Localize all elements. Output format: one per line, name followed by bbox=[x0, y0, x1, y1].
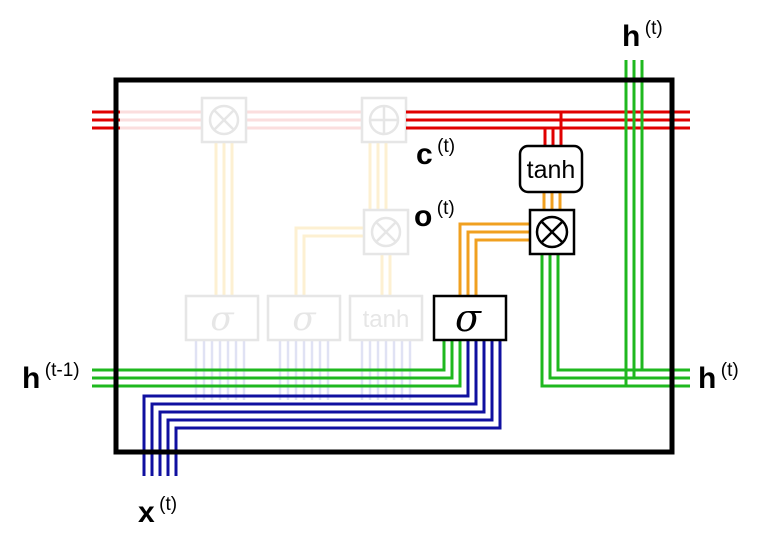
faded-sigma-2-label: σ bbox=[292, 299, 316, 339]
faded-tanh-label: tanh bbox=[363, 306, 410, 333]
label-x-t: x (t) bbox=[138, 494, 177, 529]
label-h-prev-sup: (t-1) bbox=[45, 360, 80, 381]
label-c-t-main: c bbox=[416, 138, 433, 171]
faded-forget-lines bbox=[214, 142, 234, 296]
input-x-lines bbox=[142, 340, 502, 476]
tanh-label: tanh bbox=[527, 156, 576, 184]
faded-gate-sigma-forget: σ bbox=[184, 294, 260, 342]
label-x-t-main: x bbox=[138, 496, 155, 529]
sigma-label: σ bbox=[455, 296, 482, 340]
label-h-right-sup: (t) bbox=[721, 360, 739, 381]
label-h-right: h (t) bbox=[698, 360, 739, 395]
faded-sigma-1-label: σ bbox=[210, 299, 234, 339]
label-h-top-main: h bbox=[622, 20, 640, 53]
tanh-activation-box: tanh bbox=[518, 144, 584, 194]
label-o-t-sup: (t) bbox=[437, 198, 455, 219]
tanh-to-multiply-lines bbox=[458, 192, 562, 296]
faded-input-multiply bbox=[362, 208, 410, 256]
label-h-top-sup: (t) bbox=[645, 18, 663, 39]
label-h-top: h (t) bbox=[622, 18, 663, 53]
label-c-t-sup: (t) bbox=[437, 136, 455, 157]
faded-add-operator bbox=[360, 96, 408, 144]
faded-cell-state-lines bbox=[120, 110, 408, 130]
label-c-t: c (t) bbox=[416, 136, 455, 171]
label-o-t-main: o bbox=[414, 200, 432, 233]
label-h-prev: h (t-1) bbox=[22, 360, 80, 395]
faded-input-lines bbox=[294, 142, 392, 296]
output-gate-sigma-box: σ bbox=[432, 294, 508, 342]
faded-inactive-parts: σ σ tanh bbox=[120, 96, 424, 400]
cell-frame bbox=[113, 77, 675, 455]
label-h-right-main: h bbox=[698, 362, 716, 395]
label-x-t-sup: (t) bbox=[159, 494, 177, 515]
hidden-state-lines bbox=[92, 60, 690, 388]
output-multiply-operator bbox=[528, 208, 576, 256]
label-h-prev-main: h bbox=[22, 362, 40, 395]
label-o-t: o (t) bbox=[414, 198, 455, 233]
faded-gate-sigma-input: σ bbox=[266, 294, 342, 342]
faded-forget-multiply bbox=[200, 96, 248, 144]
faded-gate-tanh-candidate: tanh bbox=[348, 294, 424, 342]
